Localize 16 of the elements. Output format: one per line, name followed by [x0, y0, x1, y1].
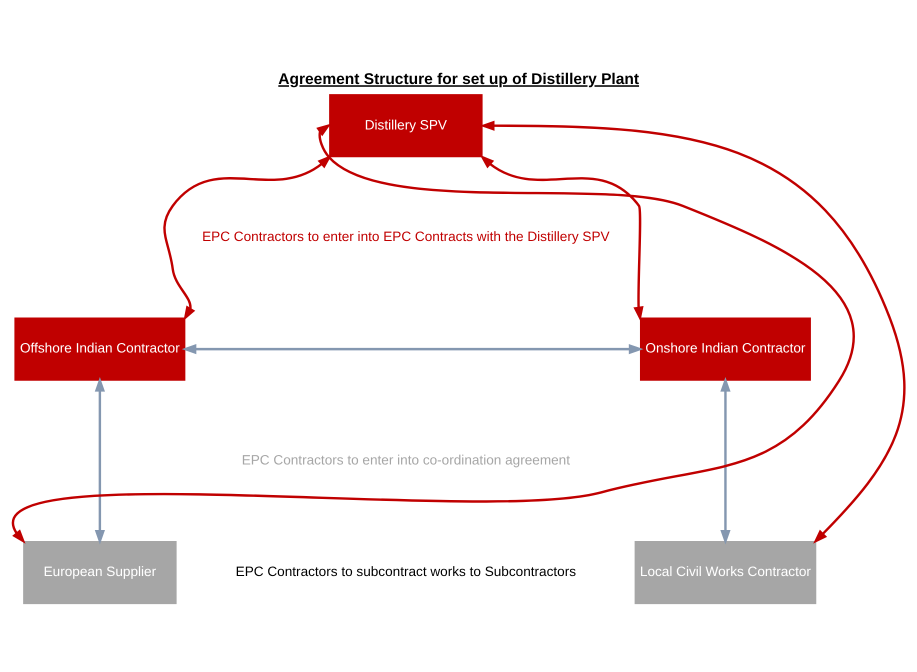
arrow — [12, 123, 855, 544]
arrow — [720, 376, 731, 544]
arrow — [163, 154, 332, 320]
label: EPC Contractors to enter into EPC Contracts with the Distillery SPV — [202, 228, 610, 244]
node-box: European Supplier — [23, 540, 177, 604]
arrow — [94, 376, 105, 544]
diagram-title: Agreement Structure for set up of Distillery Plant — [278, 70, 640, 88]
node-box: Offshore Indian Contractor — [14, 317, 186, 380]
arrow — [480, 154, 644, 321]
arrow — [480, 120, 906, 544]
node-box: Onshore Indian Contractor — [640, 317, 811, 380]
node-box: Local Civil Works Contractor — [634, 540, 816, 604]
arrow — [182, 344, 644, 354]
label: EPC Contractors to subcontract works to Subcontractors — [236, 564, 576, 579]
node-box: Distillery SPV — [329, 94, 483, 157]
label: EPC Contractors to enter into co-ordination agreement — [242, 452, 570, 467]
